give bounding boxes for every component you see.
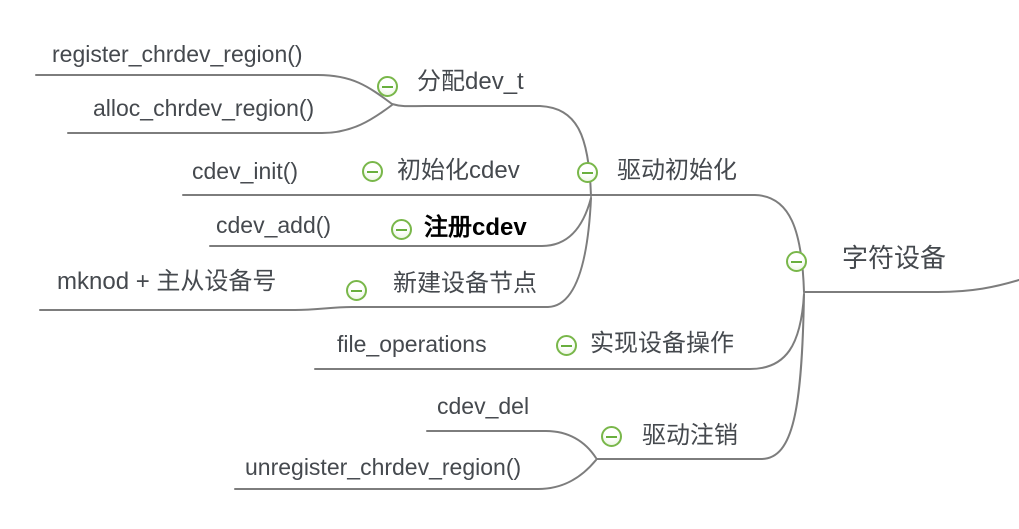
topic-mknod[interactable]: mknod + 主从设备号 [57, 268, 277, 295]
topic-reg-cdev[interactable]: 注册cdev [424, 214, 527, 241]
branch-line-alloc [67, 104, 393, 134]
topic-alloc-devt[interactable]: 分配dev_t [417, 68, 524, 95]
topic-root[interactable]: 字符设备 [842, 243, 947, 273]
branch-line-driver-init [182, 194, 805, 293]
branch-line-impl-ops [314, 293, 805, 370]
topic-new-node[interactable]: 新建设备节点 [393, 271, 537, 297]
topic-impl-ops[interactable]: 实现设备操作 [590, 330, 734, 357]
collapse-icon-reg-cdev[interactable] [391, 219, 412, 240]
collapse-icon-root[interactable] [786, 251, 807, 272]
branch-line-new-node [39, 197, 592, 311]
branch-line-root [803, 279, 1019, 293]
branch-line-driver-unreg [596, 293, 805, 460]
collapse-icon-impl-ops[interactable] [556, 335, 577, 356]
collapse-icon-alloc-devt[interactable] [377, 76, 398, 97]
collapse-icon-driver-init[interactable] [577, 162, 598, 183]
topic-driver-unreg[interactable]: 驱动注销 [642, 422, 738, 449]
collapse-icon-driver-unreg[interactable] [601, 426, 622, 447]
collapse-icon-init-cdev[interactable] [362, 161, 383, 182]
topic-unregister-chrdev-region[interactable]: unregister_chrdev_region() [245, 454, 522, 480]
branch-line-unregister [234, 459, 597, 490]
topic-cdev-init[interactable]: cdev_init() [192, 158, 299, 184]
branch-line-alloc-devt [391, 103, 592, 197]
branch-line-cdev-del [426, 430, 597, 459]
topic-cdev-add[interactable]: cdev_add() [216, 212, 332, 238]
branch-line-register [35, 74, 393, 105]
topic-register-chrdev-region[interactable]: register_chrdev_region() [52, 41, 303, 67]
topic-init-cdev[interactable]: 初始化cdev [397, 157, 520, 184]
topic-driver-init[interactable]: 驱动初始化 [617, 157, 737, 184]
topic-file-operations[interactable]: file_operations [337, 331, 487, 357]
branch-line-reg-cdev [209, 197, 592, 247]
topic-cdev-del[interactable]: cdev_del [437, 393, 530, 419]
collapse-icon-new-node[interactable] [346, 280, 367, 301]
topic-alloc-chrdev-region[interactable]: alloc_chrdev_region() [93, 95, 315, 121]
